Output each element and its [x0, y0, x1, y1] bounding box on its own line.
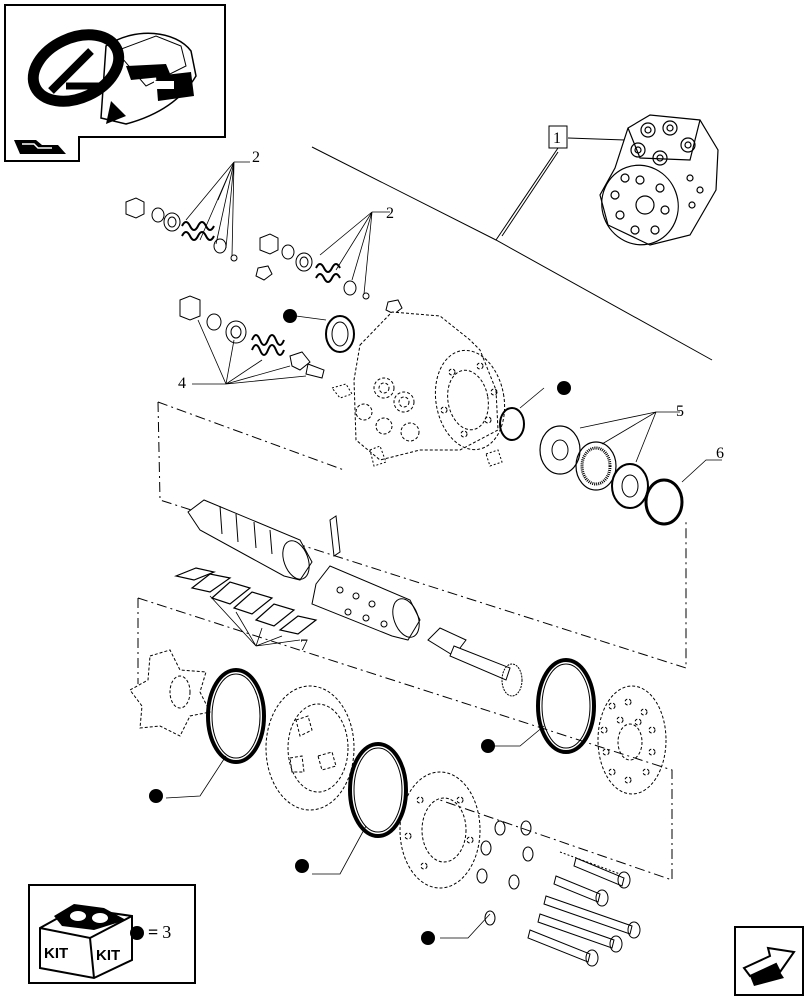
centering-springs[interactable] — [173, 567, 318, 635]
kit-badge-left: KIT — [44, 945, 68, 962]
tractor-steering-wheel-thumbnail-icon — [27, 29, 197, 125]
steering-unit-assembly-icon — [599, 114, 719, 246]
valve-cartridge-upper-right[interactable] — [259, 233, 403, 315]
next-page-arrow-icon — [742, 946, 796, 986]
kit-legend-box: KIT KIT = 3 — [28, 884, 196, 984]
kit-badge-right: KIT — [96, 947, 120, 964]
bolts[interactable] — [476, 820, 641, 967]
kit-legend-value: 3 — [162, 922, 172, 942]
book-tab[interactable] — [4, 136, 80, 162]
bullet-marker — [295, 859, 309, 873]
callout-1-box[interactable] — [548, 125, 568, 149]
callout-7[interactable]: 7 — [300, 637, 308, 654]
tractor-thumbnail-box[interactable] — [4, 4, 226, 138]
next-page-button[interactable] — [734, 926, 804, 996]
valve-cartridge-upper-left[interactable] — [125, 197, 273, 281]
ring-seal-2[interactable] — [348, 742, 408, 838]
seal-kit-markers — [149, 309, 571, 945]
gerotor-star[interactable] — [129, 649, 211, 737]
callout-1-leader — [495, 147, 559, 241]
kit-boxes-icon: KIT KIT — [39, 904, 133, 980]
o-ring[interactable] — [499, 407, 525, 441]
kit-legend: = 3 — [130, 922, 171, 943]
callout-1[interactable]: 1 — [553, 130, 561, 147]
spool-and-sleeve[interactable] — [187, 499, 424, 641]
bullet-marker — [149, 789, 163, 803]
ring-seal-1[interactable] — [206, 668, 266, 764]
cardan-shaft[interactable] — [427, 627, 523, 697]
bullet-marker — [481, 739, 495, 753]
callout-2-right[interactable]: 2 — [386, 205, 394, 222]
bullet-marker — [421, 931, 435, 945]
ring-seal-3[interactable] — [536, 658, 596, 754]
end-cover[interactable] — [399, 771, 481, 889]
thrust-bearing-set[interactable] — [539, 425, 649, 509]
kit-legend-eq: = — [148, 922, 159, 942]
callout-1-leader-2 — [501, 151, 559, 237]
distributor-plate[interactable] — [597, 685, 667, 795]
steering-unit-housing[interactable] — [353, 311, 512, 461]
callout-4[interactable]: 4 — [178, 375, 186, 392]
gerotor-ring[interactable] — [265, 685, 355, 811]
callout-6[interactable]: 6 — [716, 445, 724, 462]
callout-5[interactable]: 5 — [676, 403, 684, 420]
bullet-marker — [283, 309, 297, 323]
retaining-ring[interactable] — [644, 478, 684, 526]
bullet-marker — [557, 381, 571, 395]
callout-1-pointer — [567, 137, 626, 141]
housing-seal-ring[interactable] — [325, 315, 355, 353]
check-valve-assembly[interactable] — [179, 295, 325, 379]
bullet-icon — [130, 925, 144, 940]
book-pages-icon — [14, 140, 66, 154]
callout-2-left[interactable]: 2 — [252, 149, 260, 166]
